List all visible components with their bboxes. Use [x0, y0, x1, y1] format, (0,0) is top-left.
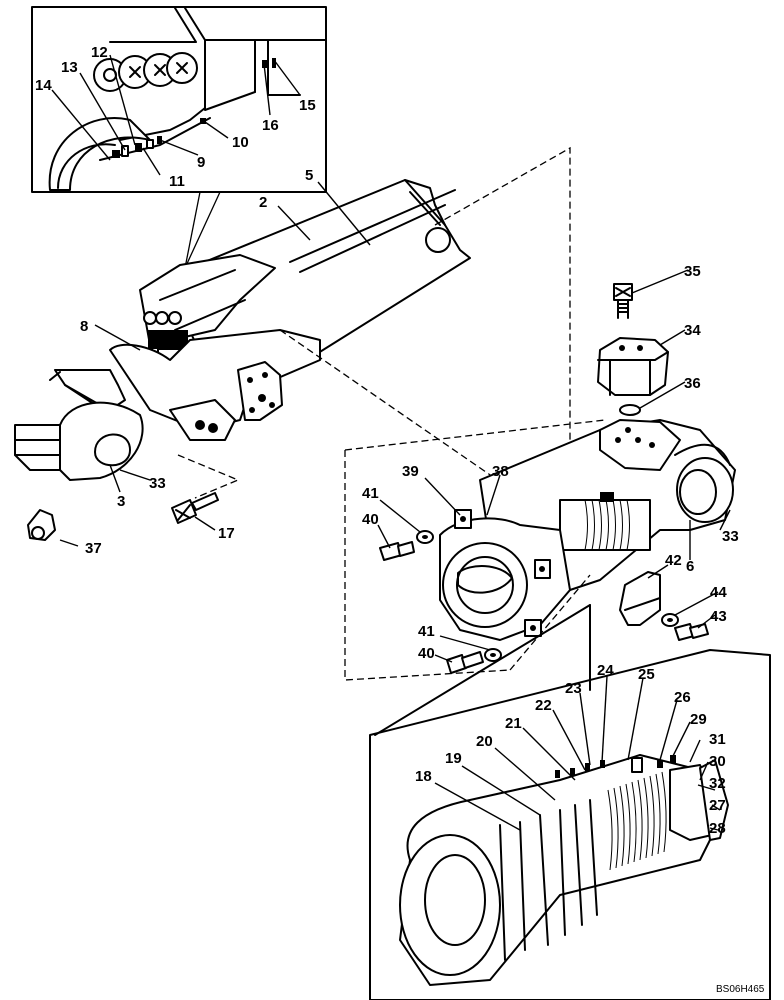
callout-42: 42 — [665, 552, 682, 569]
loose-fittings — [27, 492, 219, 541]
callout-16: 16 — [262, 117, 279, 134]
rod-projection-lines — [177, 146, 571, 531]
callout-14: 14 — [35, 77, 52, 94]
callout-10: 10 — [232, 134, 249, 151]
callout-26: 26 — [674, 689, 691, 706]
callout-30: 30 — [709, 753, 726, 770]
callout-43: 43 — [710, 608, 727, 625]
callout-22: 22 — [535, 697, 552, 714]
piston-leader-lines — [434, 675, 721, 831]
callout-21: 21 — [505, 715, 522, 732]
callout-27: 27 — [709, 797, 726, 814]
callout-2: 2 — [259, 194, 267, 211]
callout-29: 29 — [690, 711, 707, 728]
callout-12: 12 — [91, 44, 108, 61]
tube-projection-lines — [344, 419, 606, 681]
callout-41-bottom: 41 — [418, 623, 435, 640]
callout-5: 5 — [305, 167, 313, 184]
inset-leader-lines — [51, 54, 301, 269]
callout-32: 32 — [709, 775, 726, 792]
callout-38: 38 — [492, 463, 509, 480]
callout-6: 6 — [686, 558, 694, 575]
callout-11: 11 — [169, 173, 185, 190]
callout-20: 20 — [476, 733, 493, 750]
head-bolts — [379, 530, 502, 674]
head-cap-assembly — [439, 509, 571, 641]
piston-detail-inset — [369, 604, 771, 1000]
main-leader-lines — [59, 181, 731, 663]
callout-labels: 12 13 14 15 16 10 9 11 5 2 8 33 3 37 17 … — [35, 44, 765, 995]
callout-19: 19 — [445, 750, 462, 767]
callout-41-top: 41 — [362, 485, 379, 502]
callout-36: 36 — [684, 375, 701, 392]
rod-seal-detail-inset — [31, 6, 327, 193]
callout-13: 13 — [61, 59, 78, 76]
rod-assembly — [14, 179, 471, 481]
clamp-assembly — [619, 571, 709, 641]
callout-37: 37 — [85, 540, 102, 557]
callout-31: 31 — [709, 731, 726, 748]
callout-23: 23 — [565, 680, 582, 697]
callout-9: 9 — [197, 154, 205, 171]
figure-code: BS06H465 — [716, 984, 765, 995]
callout-35: 35 — [684, 263, 701, 280]
callout-34: 34 — [684, 322, 701, 339]
callout-40-top: 40 — [362, 511, 379, 528]
callout-18: 18 — [415, 768, 432, 785]
callout-28: 28 — [709, 820, 726, 837]
port-block — [597, 283, 669, 416]
callout-44: 44 — [710, 584, 727, 601]
callout-39: 39 — [402, 463, 419, 480]
callout-33-right: 33 — [722, 528, 739, 545]
callout-25: 25 — [638, 666, 655, 683]
callout-8: 8 — [80, 318, 88, 335]
callout-33-left: 33 — [149, 475, 166, 492]
callout-40-bottom: 40 — [418, 645, 435, 662]
callout-17: 17 — [218, 525, 235, 542]
inset-frame — [31, 6, 327, 193]
callout-3: 3 — [117, 493, 125, 510]
callout-15: 15 — [299, 97, 316, 114]
callout-24: 24 — [597, 662, 614, 679]
